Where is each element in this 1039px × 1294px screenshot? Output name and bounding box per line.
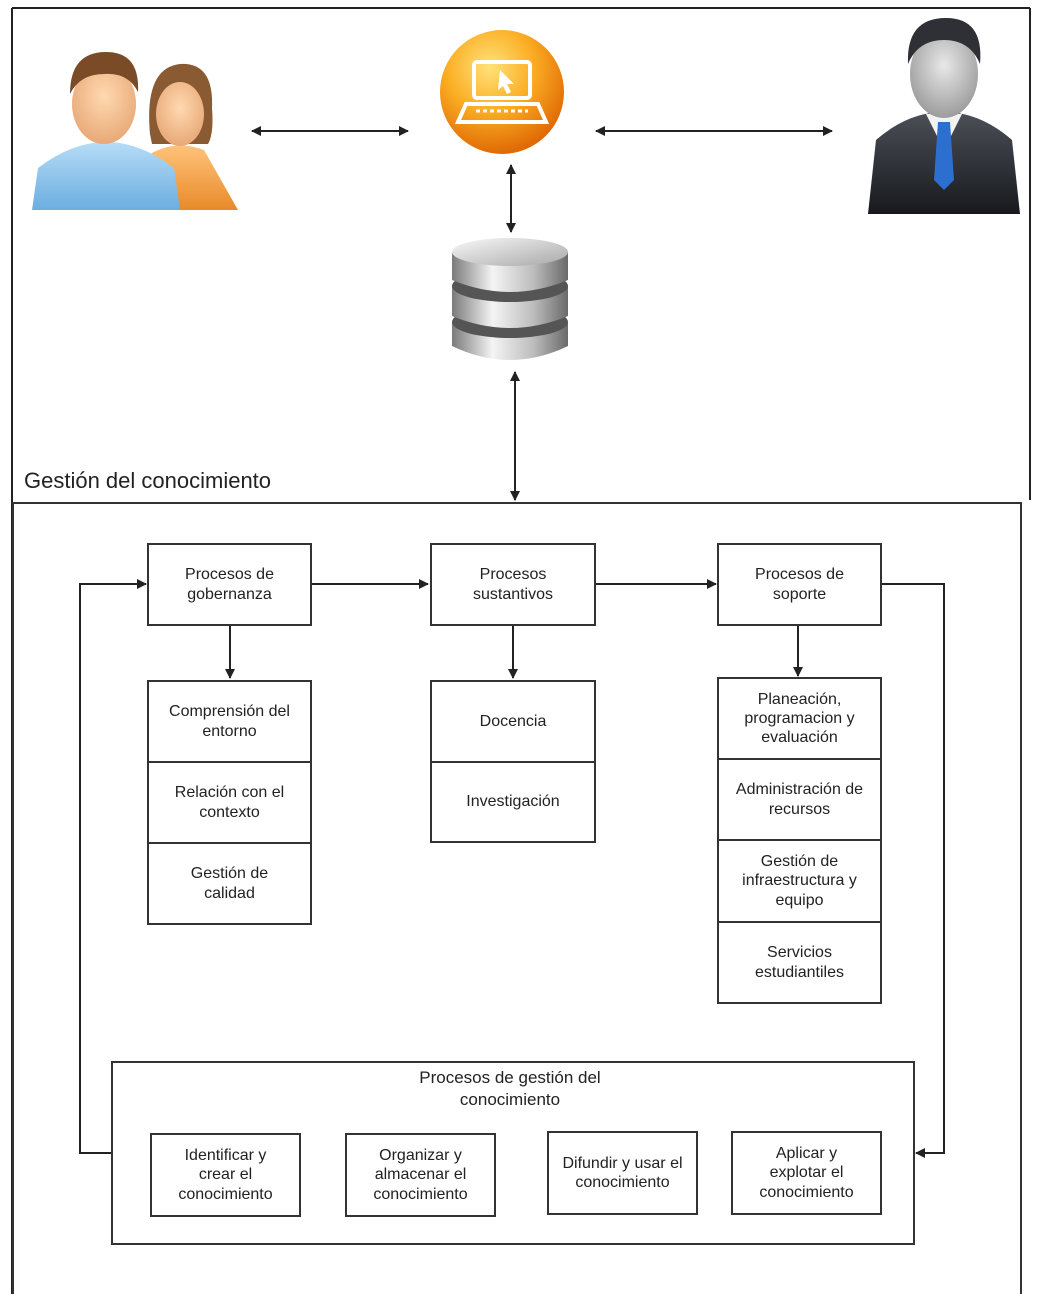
km-container <box>111 1061 915 1245</box>
gobernanza-item-label: Comprensión del entorno <box>169 703 290 740</box>
database-icon <box>452 238 568 360</box>
soporte-item-label: Gestión de infraestructura y equipo <box>742 853 857 909</box>
soporte-item: Administración de recursos <box>717 758 882 841</box>
km-step: Identificar y crear el conocimiento <box>150 1133 301 1217</box>
laptop-icon <box>440 30 564 154</box>
sustantivos-item-label: Investigación <box>466 793 560 811</box>
km-step: Difundir y usar el conocimiento <box>547 1131 698 1215</box>
sustantivos-item: Investigación <box>430 761 596 843</box>
soporte-item-label: Servicios estudiantiles <box>755 944 844 981</box>
soporte-box: Procesos de soporte <box>717 543 882 626</box>
section-title: Gestión del conocimiento <box>24 468 272 493</box>
gobernanza-box: Procesos de gobernanza <box>147 543 312 626</box>
km-step-label: Organizar y almacenar el conocimiento <box>373 1147 468 1203</box>
gobernanza-item-label: Relación con el contexto <box>174 784 285 821</box>
sustantivos-item-label: Docencia <box>479 712 547 730</box>
businessman-icon <box>868 18 1020 214</box>
km-step-label: Difundir y usar el conocimiento <box>562 1154 683 1191</box>
gobernanza-item: Comprensión del entorno <box>147 680 312 763</box>
gobernanza-item-label: Gestión de calidad <box>190 865 269 902</box>
loop-left-arrow <box>79 579 147 1154</box>
gobernanza-label: Procesos de gobernanza <box>185 566 274 603</box>
gobernanza-item: Relación con el contexto <box>147 761 312 844</box>
km-step: Aplicar y explotar el conocimiento <box>731 1131 882 1215</box>
sustantivos-item: Docencia <box>430 680 596 763</box>
km-step-label: Aplicar y explotar el conocimiento <box>759 1145 854 1201</box>
soporte-item-label: Planeación, programacion y evaluación <box>744 690 855 747</box>
km-step: Organizar y almacenar el conocimiento <box>345 1133 496 1217</box>
sustantivos-box: Procesos sustantivos <box>430 543 596 626</box>
section-frame <box>12 502 1022 1294</box>
users-icon <box>32 52 238 210</box>
soporte-item: Planeación, programacion y evaluación <box>717 677 882 760</box>
soporte-label: Procesos de soporte <box>755 566 844 603</box>
gobernanza-item: Gestión de calidad <box>147 842 312 925</box>
soporte-item-label: Administración de recursos <box>735 781 864 818</box>
km-step-label: Identificar y crear el conocimiento <box>178 1147 273 1203</box>
soporte-item: Servicios estudiantiles <box>717 921 882 1004</box>
km-title: Procesos de gestión del conocimiento <box>419 1068 601 1109</box>
soporte-item: Gestión de infraestructura y equipo <box>717 839 882 923</box>
loop-right-arrow <box>882 583 945 1158</box>
sustantivos-label: Procesos sustantivos <box>472 566 554 603</box>
